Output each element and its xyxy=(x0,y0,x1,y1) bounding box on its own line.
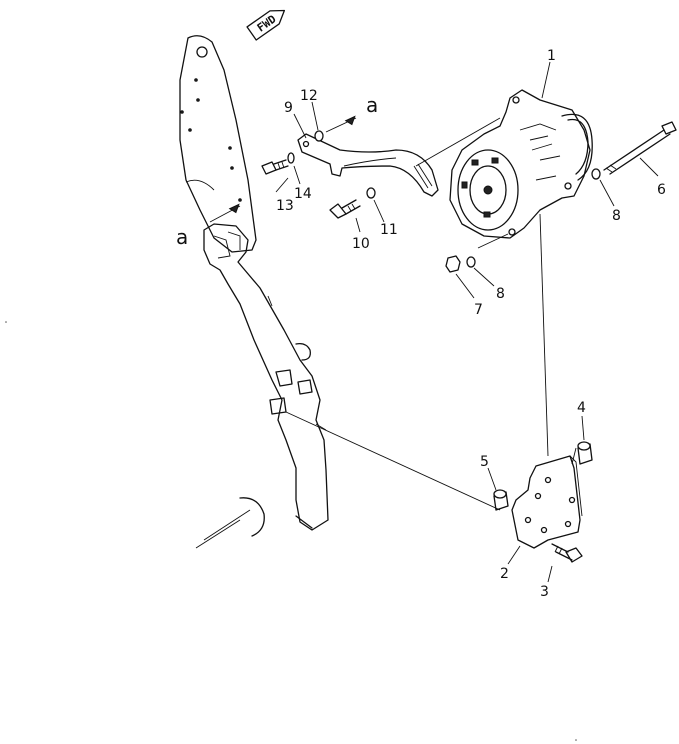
callout-5: 5 xyxy=(480,454,489,470)
callout-10: 10 xyxy=(352,236,370,252)
callout-3: 3 xyxy=(540,584,549,600)
callout-13: 13 xyxy=(276,198,294,214)
washer-14 xyxy=(287,152,295,164)
bolt-3 xyxy=(551,543,583,563)
leader-lines xyxy=(275,61,659,583)
callout-1: 1 xyxy=(547,48,556,64)
engine-block xyxy=(195,223,329,549)
washer-8-lower xyxy=(466,256,476,268)
fwd-arrow-icon: FWD xyxy=(246,9,286,41)
callout-2: 2 xyxy=(500,566,509,582)
callout-14: 14 xyxy=(294,186,312,202)
washer-8-upper xyxy=(591,168,601,180)
adjusting-link xyxy=(297,133,439,197)
nut-7 xyxy=(445,255,461,273)
bolt-10 xyxy=(329,199,361,219)
view-mark-a-upper: a xyxy=(366,93,378,117)
washer-11 xyxy=(366,187,376,199)
spacer-5 xyxy=(493,489,509,511)
bolt-13 xyxy=(261,159,289,175)
callout-8-lower: 8 xyxy=(496,286,505,302)
fwd-label: FWD xyxy=(255,12,279,34)
through-bolt-6 xyxy=(603,121,677,175)
washer-12 xyxy=(314,130,324,142)
mounting-bracket xyxy=(511,455,583,549)
view-arrow-icon xyxy=(228,115,356,214)
spacer-4 xyxy=(577,441,593,465)
callout-8-upper: 8 xyxy=(612,208,621,224)
engine-mounting-plate xyxy=(179,35,257,253)
callout-11: 11 xyxy=(380,222,398,238)
callout-6: 6 xyxy=(657,182,666,198)
callout-4: 4 xyxy=(577,400,586,416)
callout-7: 7 xyxy=(474,302,483,318)
callout-9: 9 xyxy=(284,100,293,116)
view-mark-a-lower: a xyxy=(176,225,188,249)
callout-12: 12 xyxy=(300,88,318,104)
alternator xyxy=(449,89,593,239)
